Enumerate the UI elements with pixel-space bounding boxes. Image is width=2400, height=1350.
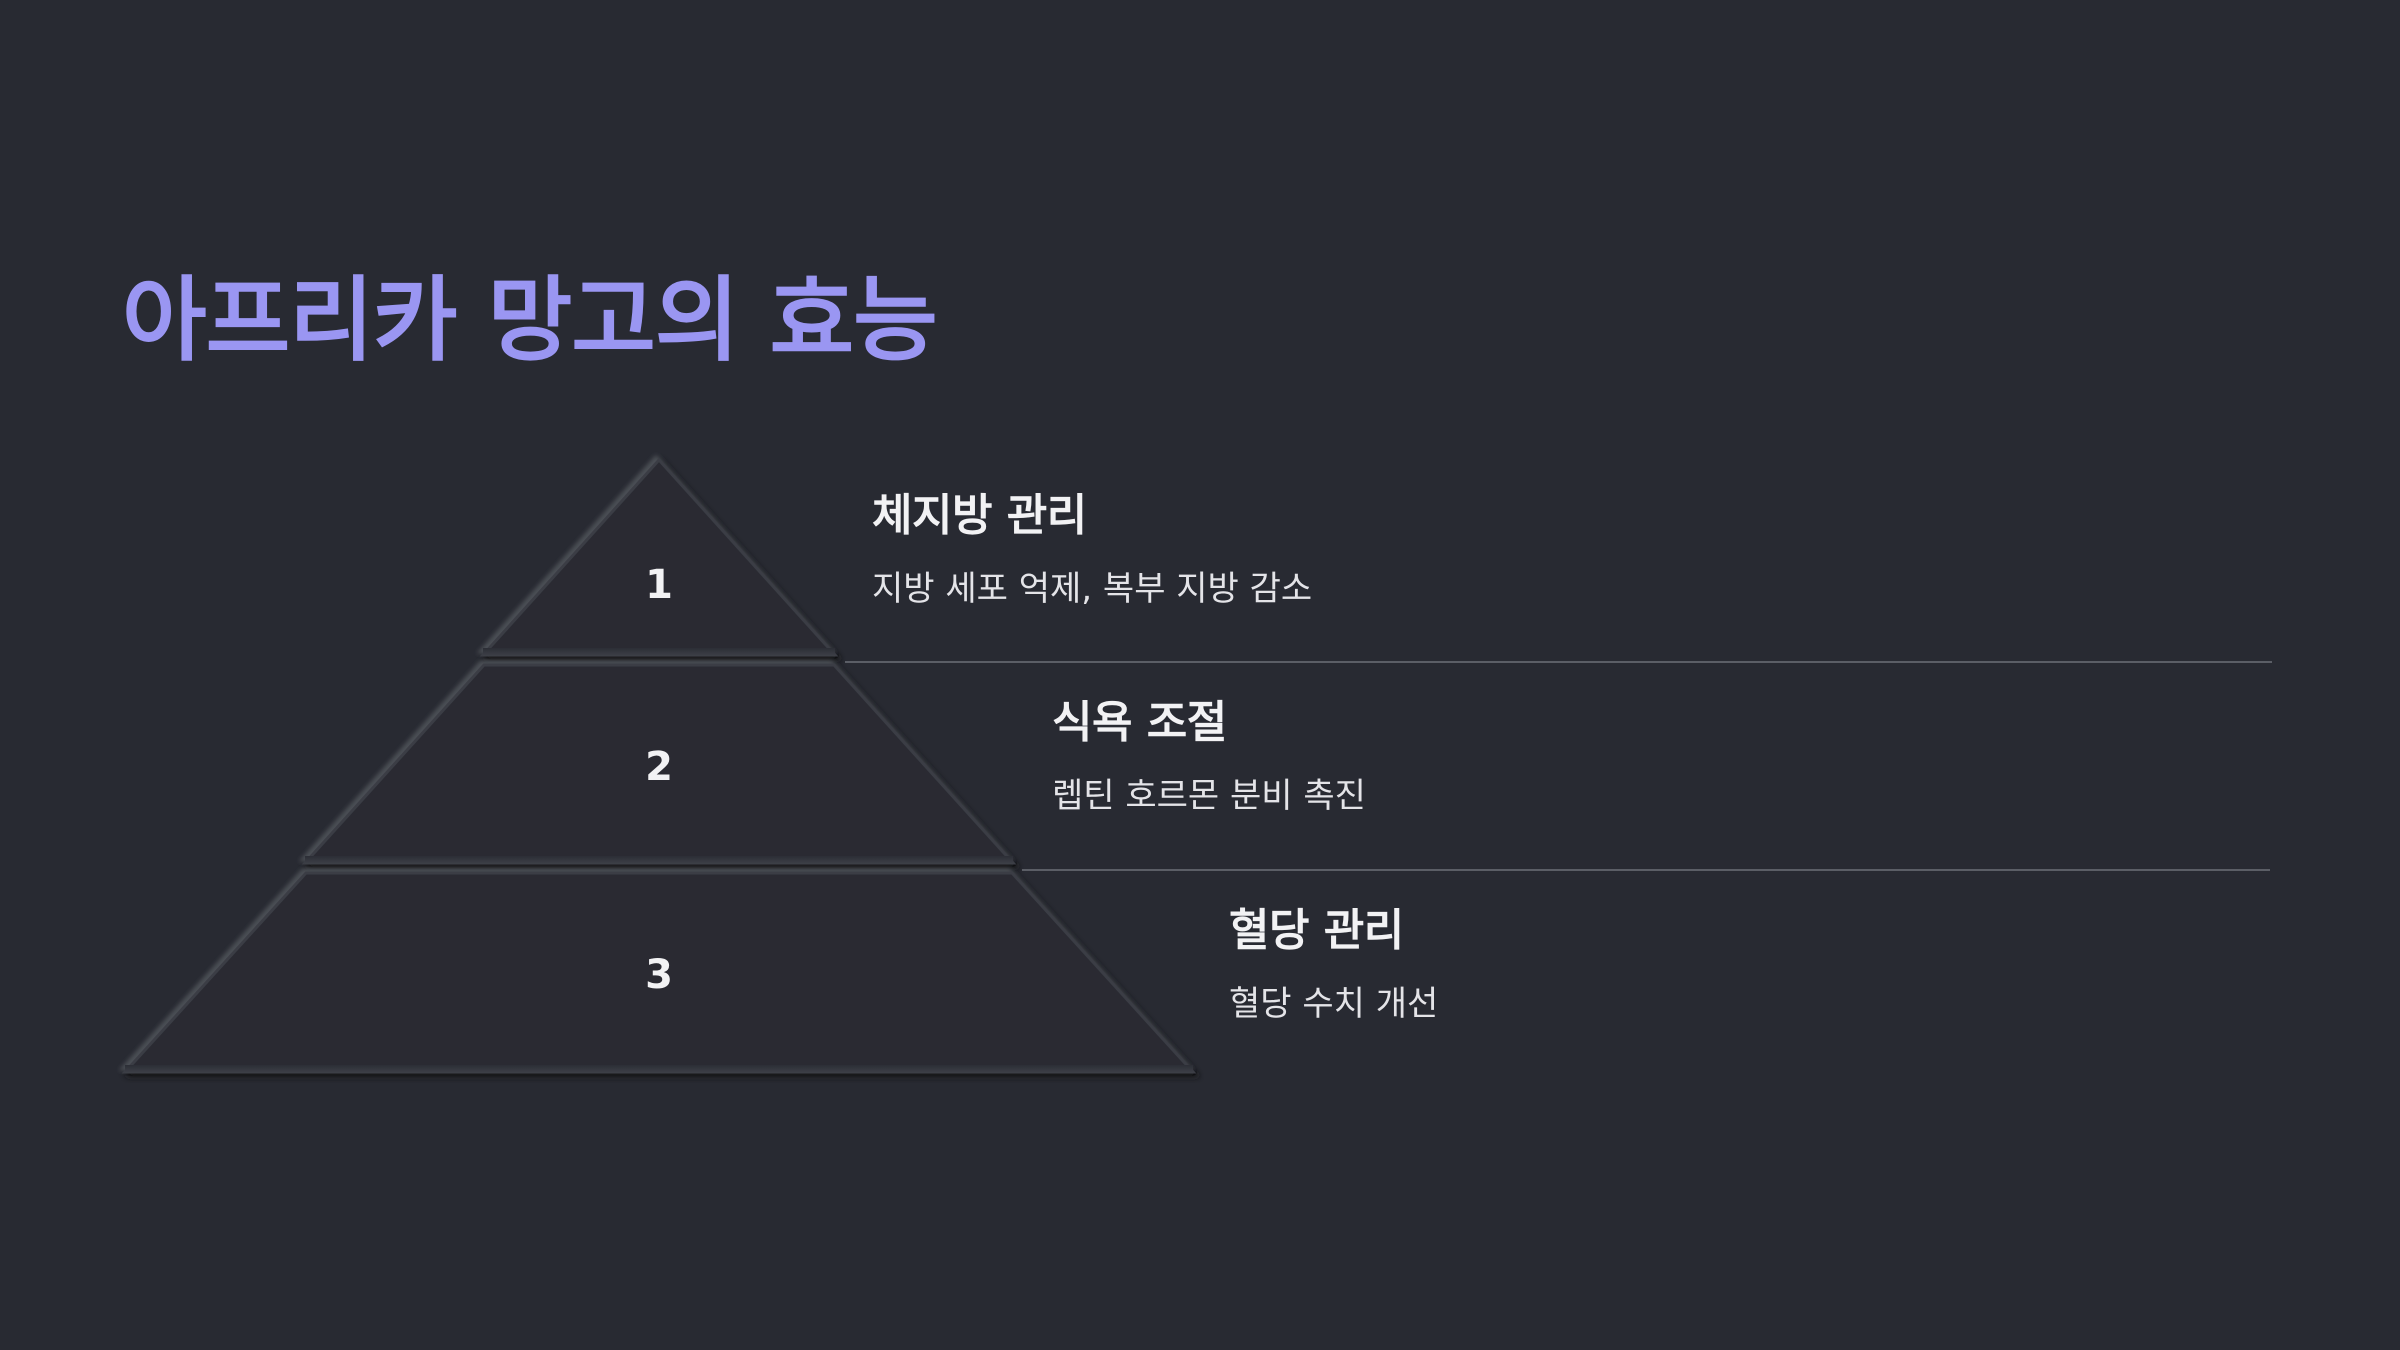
separator-line-1 [845,661,2272,663]
tier-title-3: 혈당 관리 [1229,905,1404,956]
tier-number-3: 3 [645,952,673,998]
tier-number-1: 1 [645,562,673,608]
tier-title-2: 식욕 조절 [1052,697,1227,748]
tier-description-1: 지방 세포 억제, 복부 지방 감소 [872,568,1313,609]
slide-title: 아프리카 망고의 효능 [122,267,938,374]
tier-title-1: 체지방 관리 [872,490,1087,541]
separator-line-2 [1022,869,2270,871]
tier-description-3: 혈당 수치 개선 [1229,983,1439,1024]
tier-item-2: 식욕 조절 렙틴 호르몬 분비 촉진 [1052,697,1366,817]
tier-item-1: 체지방 관리 지방 세포 억제, 복부 지방 감소 [872,490,1312,610]
tier-item-3: 혈당 관리 혈당 수치 개선 [1229,905,1438,1025]
pyramid-tier-3: 3 [121,871,1197,1074]
pyramid-tier-2: 2 [301,663,1017,865]
pyramid-tier-1: 1 [479,457,839,657]
tier-number-2: 2 [645,744,673,790]
tier-description-2: 렙틴 호르몬 분비 촉진 [1052,775,1366,816]
